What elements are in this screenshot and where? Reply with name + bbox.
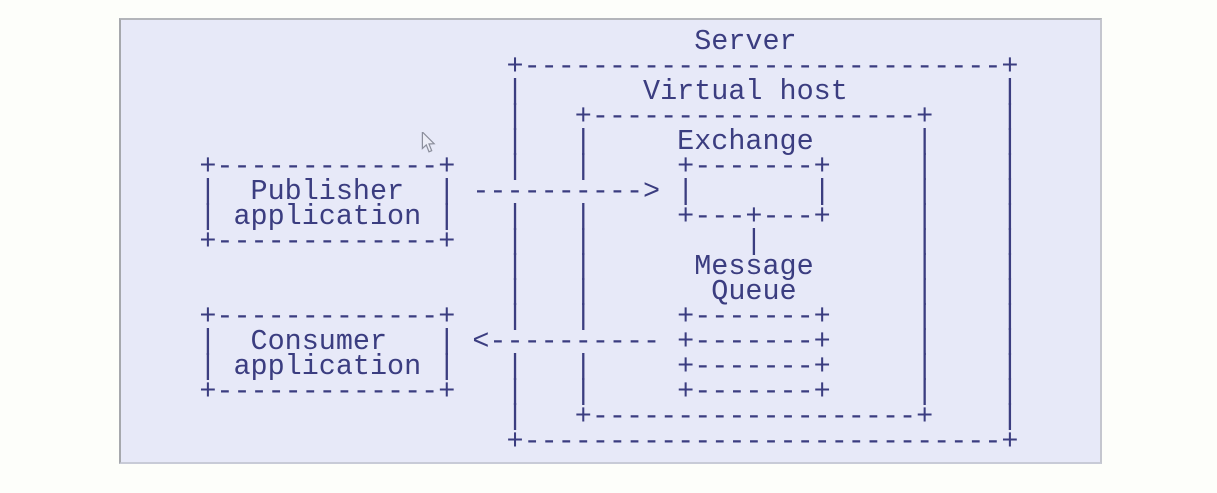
diagram-panel: Server +----------------------------+ | …: [119, 18, 1102, 464]
ascii-architecture-diagram: Server +----------------------------+ | …: [199, 25, 1019, 458]
